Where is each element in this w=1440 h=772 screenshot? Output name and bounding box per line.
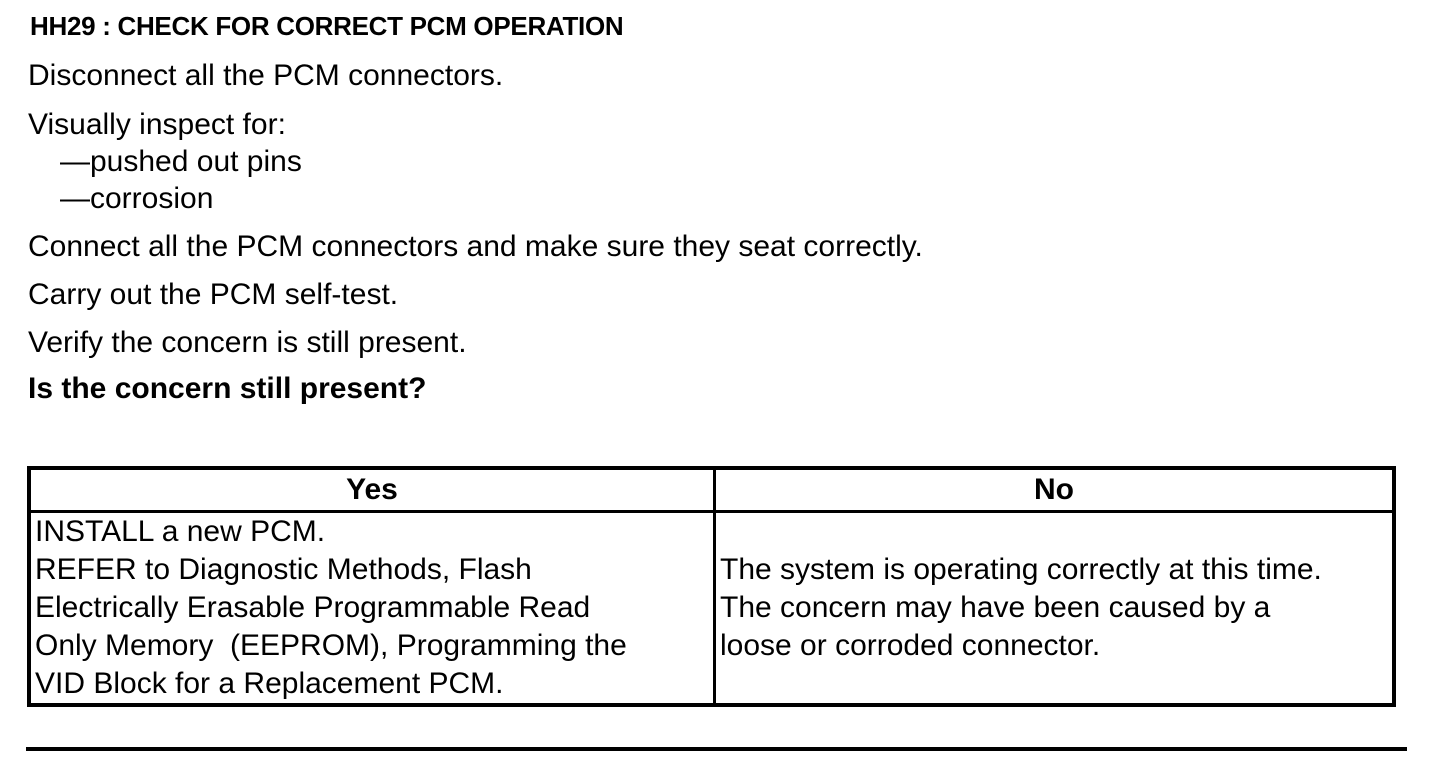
no-line: The concern may have been caused by a — [720, 591, 1271, 624]
page-title: HH29 : CHECK FOR CORRECT PCM OPERATION — [30, 11, 624, 41]
no-cell: The system is operating correctly at thi… — [713, 510, 1396, 707]
yes-cell: INSTALL a new PCM. REFER to Diagnostic M… — [27, 510, 716, 707]
question: Is the concern still present? — [28, 372, 427, 405]
inspect-item-corrosion: —corrosion — [60, 182, 214, 215]
yes-line: VID Block for a Replacement PCM. — [35, 667, 504, 700]
no-line: The system is operating correctly at thi… — [720, 553, 1322, 586]
step-verify: Verify the concern is still present. — [28, 326, 467, 359]
yes-line: INSTALL a new PCM. — [35, 515, 326, 548]
step-self-test: Carry out the PCM self-test. — [28, 278, 399, 311]
step-inspect: Visually inspect for: — [28, 108, 286, 141]
yes-line: Only Memory (EEPROM), Programming the — [35, 629, 627, 662]
header-yes: Yes — [27, 466, 716, 513]
table-row: INSTALL a new PCM. REFER to Diagnostic M… — [27, 510, 1396, 707]
result-table: Yes No INSTALL a new PCM. REFER to Diagn… — [27, 466, 1396, 707]
table-header-row: Yes No — [27, 466, 1396, 513]
step-disconnect: Disconnect all the PCM connectors. — [28, 59, 504, 92]
yes-line: REFER to Diagnostic Methods, Flash — [35, 553, 532, 586]
no-line: loose or corroded connector. — [720, 629, 1101, 662]
yes-line: Electrically Erasable Programmable Read — [35, 591, 591, 624]
header-no: No — [713, 466, 1396, 513]
step-connect: Connect all the PCM connectors and make … — [28, 230, 923, 263]
section-divider — [26, 747, 1407, 751]
inspect-item-pins: —pushed out pins — [60, 145, 302, 178]
